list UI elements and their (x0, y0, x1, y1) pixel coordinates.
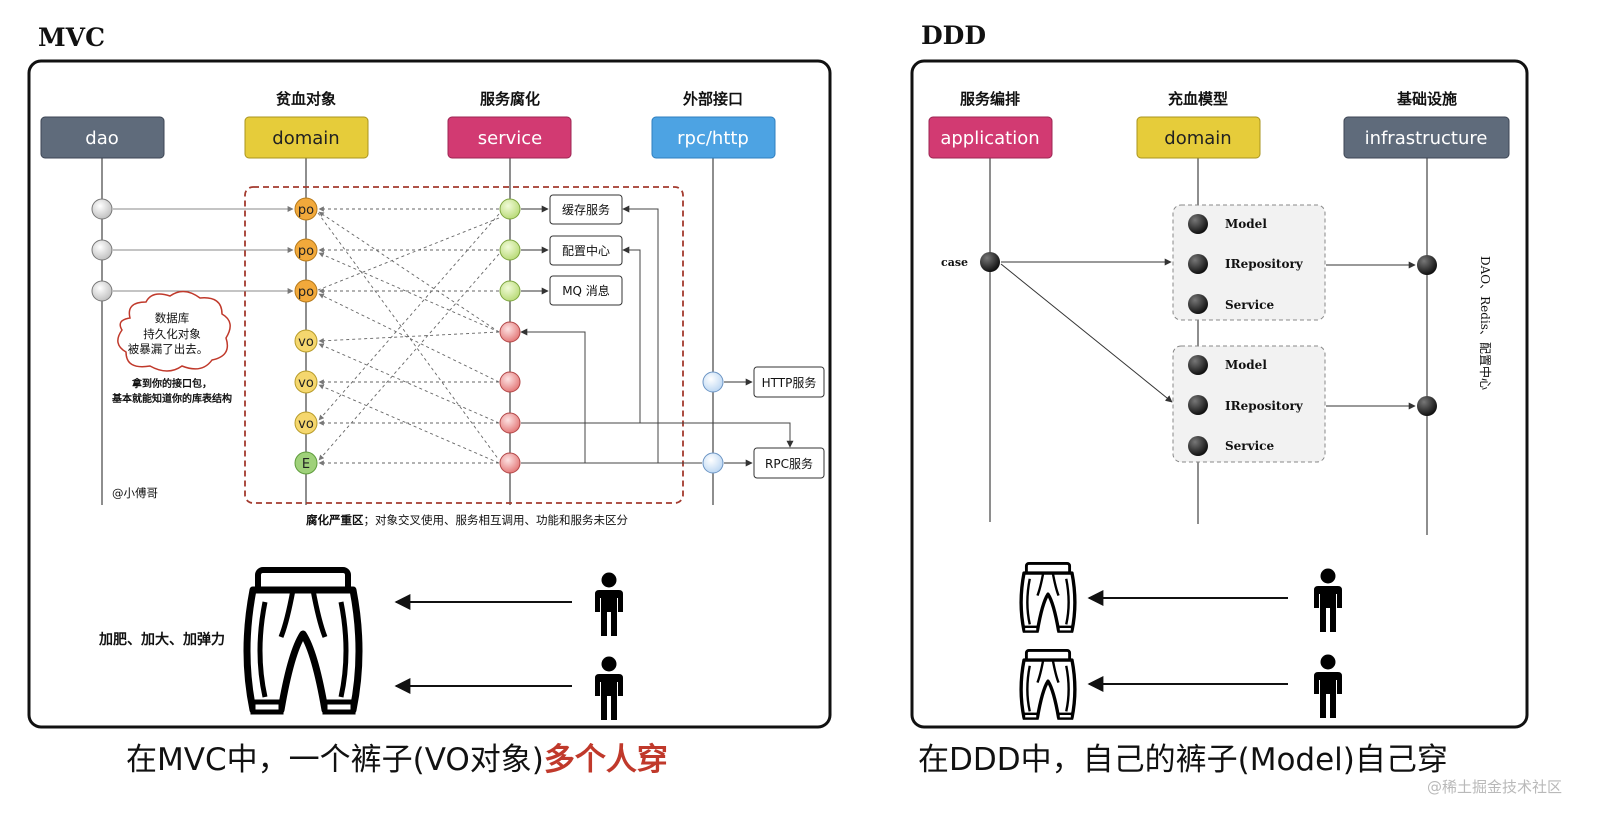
rpc-service-box (753, 447, 825, 479)
domain-node-label: vo (298, 417, 314, 432)
http-node (702, 371, 724, 393)
mvc-title: MVC (38, 23, 105, 52)
domain-node-label: po (298, 203, 314, 218)
application-layer-box (928, 116, 1053, 159)
ddd-caption: 在DDD中，自己的裤子(Model)自己穿 (918, 742, 1448, 778)
cloud-note (117, 290, 231, 372)
svg-text:MQ 消息: MQ 消息 (562, 283, 610, 298)
rpc-layer-label: rpc/http (677, 128, 749, 149)
group-item-label: Service (1225, 298, 1274, 312)
group-item-label: IRepository (1225, 257, 1304, 271)
mq-message-box (549, 275, 623, 306)
service-node (499, 321, 521, 343)
svg-text:数据库: 数据库 (155, 311, 190, 325)
note-line: 拿到你的接口包， (131, 377, 212, 390)
infrastructure-heading: 基础设施 (1396, 90, 1457, 108)
service-heading: 服务腐化 (480, 90, 540, 108)
domain-heading: 贫血对象 (276, 90, 336, 108)
domain-layer-label: domain (272, 128, 339, 149)
group-item-label: Model (1225, 358, 1267, 372)
domain-group-1 (1172, 204, 1326, 321)
rpc-layer-box (651, 116, 776, 159)
ddd-domain-layer-box (1136, 116, 1261, 159)
svg-text:HTTP服务: HTTP服务 (762, 375, 817, 390)
svg-text:RPC服务: RPC服务 (765, 456, 813, 471)
group-item-label: Model (1225, 217, 1267, 231)
service-node (499, 280, 521, 302)
config-center-box (549, 235, 623, 266)
corruption-zone (244, 186, 684, 504)
svg-text:infrastructure: infrastructure (1365, 128, 1488, 149)
svg-text:配置中心: 配置中心 (562, 243, 610, 258)
note-line: 基本就能知道你的库表结构 (111, 392, 232, 405)
svg-text:持久化对象: 持久化对象 (143, 327, 201, 341)
domain-node-label: E (302, 457, 310, 472)
service-node (499, 198, 521, 220)
infra-node (1417, 396, 1437, 416)
dao-layer-label: dao (85, 128, 118, 149)
dao-layer-box (40, 116, 165, 159)
domain-group-2 (1172, 345, 1326, 463)
case-node (980, 252, 1000, 272)
service-node (499, 239, 521, 261)
domain-layer-box (244, 116, 369, 159)
author-label: @小傅哥 (112, 486, 158, 500)
rpc-heading: 外部接口 (682, 90, 743, 108)
domain-node-label: vo (298, 376, 314, 391)
svg-text:缓存服务: 缓存服务 (562, 202, 610, 217)
cross-links (317, 206, 500, 466)
mvc-panel (27, 59, 832, 729)
watermark: @稀土掘金技术社区 (1427, 778, 1562, 796)
service-layer-box (447, 116, 572, 159)
service-layer-label: service (478, 128, 542, 149)
dao-node (91, 280, 113, 302)
cache-service-box (549, 194, 623, 225)
group-item-label: IRepository (1225, 399, 1304, 413)
service-node (499, 452, 521, 474)
service-node (499, 371, 521, 393)
pants-label: 加肥、加大、加弹力 (98, 631, 225, 648)
case-label: case (941, 256, 968, 269)
application-heading: 服务编排 (960, 90, 1020, 108)
svg-text:被暴漏了出去。: 被暴漏了出去。 (128, 342, 209, 356)
domain-node-label: po (298, 285, 314, 300)
mvc-caption: 在MVC中，一个裤子(VO对象)多个人穿 (126, 742, 668, 778)
dao-node (91, 239, 113, 261)
service-node (499, 412, 521, 434)
domain-node-label: vo (298, 335, 314, 350)
dao-node (91, 198, 113, 220)
group-item-label: Service (1225, 439, 1274, 453)
ddd-domain-heading: 充血模型 (1168, 90, 1228, 108)
domain-node-label: po (298, 244, 314, 259)
rpc-node (702, 452, 724, 474)
svg-text:domain: domain (1164, 128, 1231, 149)
infrastructure-layer-box (1343, 116, 1510, 159)
ddd-title: DDD (921, 21, 986, 50)
svg-text:application: application (940, 128, 1039, 149)
corruption-label: 腐化严重区；对象交叉使用、服务相互调用、功能和服务未区分 (306, 513, 628, 527)
http-service-box (753, 366, 825, 398)
infra-note: DAO、Redis、配置中心 (1478, 256, 1493, 390)
infra-node (1417, 255, 1437, 275)
